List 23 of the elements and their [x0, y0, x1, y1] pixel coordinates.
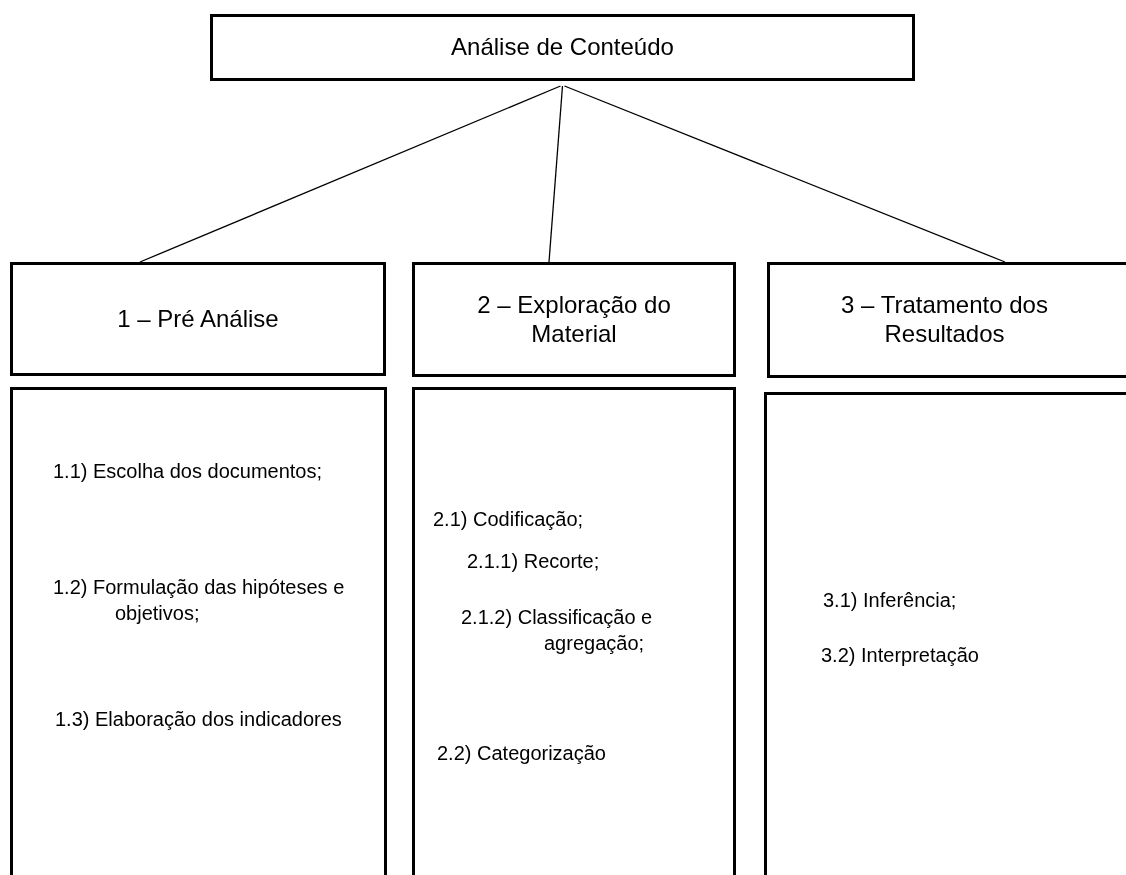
list-item: 1.3) Elaboração dos indicadores: [55, 707, 342, 732]
steps-box: [764, 392, 1126, 875]
steps-box: [10, 387, 387, 875]
connector-line: [563, 85, 1006, 263]
list-item: 3.2) Interpretação: [821, 643, 979, 668]
stage-title: 1 – Pré Análise: [117, 304, 279, 334]
steps-box: [412, 387, 736, 875]
list-item: 2.1.2) Classificação e agregação;: [461, 605, 654, 656]
list-item: 1.2) Formulação das hipóteses e objetivos;: [53, 575, 346, 626]
stage-box: [767, 262, 1126, 378]
stage-box: [10, 262, 386, 376]
connector-line: [548, 85, 564, 263]
list-item: 1.1) Escolha dos documentos;: [53, 459, 323, 484]
stage-box: [412, 262, 736, 377]
list-item: 2.1.1) Recorte;: [467, 549, 600, 574]
list-item: 3.1) Inferência;: [823, 588, 957, 613]
connector-line: [139, 85, 562, 263]
title-box: [210, 14, 915, 81]
list-item: 2.2) Categorização: [437, 741, 606, 766]
stage-title: 2 – Exploração do Material: [476, 290, 672, 349]
stage-title: 3 – Tratamento dos Resultados: [840, 291, 1049, 349]
list-item: 2.1) Codificação;: [433, 507, 584, 532]
stage-title: Análise de Conteúdo: [451, 33, 674, 62]
